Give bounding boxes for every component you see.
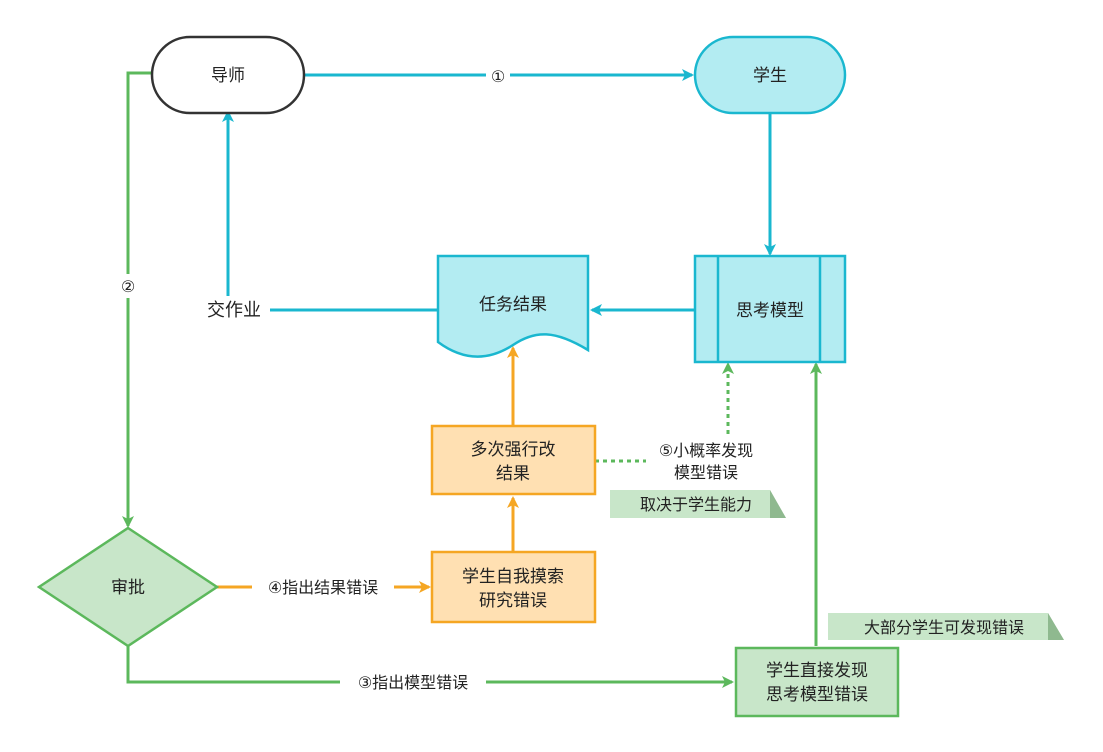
edge-result-to-mentor: [222, 110, 438, 312]
node-student-label: 学生: [753, 66, 787, 86]
node-task-result[interactable]: 任务结果: [436, 254, 590, 358]
note-most-students-text: 大部分学生可发现错误: [864, 618, 1024, 637]
node-self-search-line2: 研究错误: [479, 591, 547, 611]
node-thinking-model[interactable]: 思考模型: [693, 254, 847, 364]
node-direct-find[interactable]: 学生直接发现 思考模型错误: [734, 646, 900, 718]
edge-label-3: ③指出模型错误: [358, 673, 468, 692]
edge-label-2: ②: [121, 277, 135, 296]
edge-label-5-line2: 模型错误: [674, 463, 738, 482]
node-force-edit-line2: 结果: [496, 464, 530, 484]
note-ability: 取决于学生能力: [610, 490, 786, 518]
edge-review-to-direct-find: [126, 646, 734, 688]
node-self-search[interactable]: 学生自我摸索 研究错误: [430, 550, 597, 624]
edge-label-4: ④指出结果错误: [268, 578, 378, 597]
node-self-search-line1: 学生自我摸索: [462, 567, 564, 587]
node-review-label: 审批: [111, 578, 145, 598]
node-force-edit-line1: 多次强行改: [471, 440, 556, 460]
node-direct-find-line1: 学生直接发现: [766, 661, 868, 681]
edge-label-submit: 交作业: [207, 300, 261, 321]
node-student[interactable]: 学生: [693, 35, 847, 115]
node-mentor-label: 导师: [211, 66, 245, 86]
edge-label-1: ①: [491, 67, 505, 86]
node-mentor[interactable]: 导师: [150, 35, 306, 115]
node-task-result-label: 任务结果: [479, 295, 547, 315]
edge-mentor-to-review: [122, 71, 152, 528]
note-ability-text: 取决于学生能力: [640, 495, 752, 514]
node-direct-find-line2: 思考模型错误: [766, 685, 868, 705]
node-thinking-model-label: 思考模型: [736, 301, 804, 321]
note-most-students: 大部分学生可发现错误: [828, 613, 1064, 640]
edge-label-5-line1: ⑤小概率发现: [659, 441, 753, 460]
node-review[interactable]: 审批: [36, 526, 220, 648]
node-force-edit[interactable]: 多次强行改 结果: [430, 424, 597, 496]
